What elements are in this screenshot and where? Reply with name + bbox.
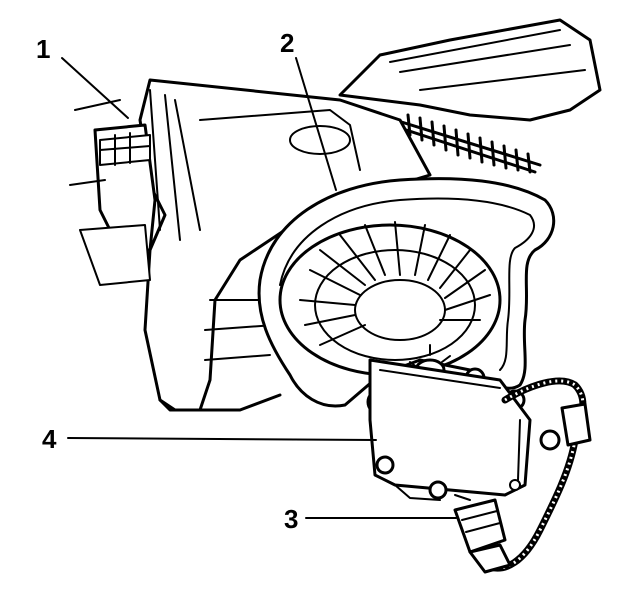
hvac-housing xyxy=(69,18,602,412)
callout-labels: 1 2 3 4 xyxy=(36,28,298,534)
electrical-connector xyxy=(453,498,512,574)
leader-lines xyxy=(61,57,457,519)
leader-line-2 xyxy=(295,57,337,191)
leader-line-1 xyxy=(61,57,129,119)
wiring-harness xyxy=(481,377,592,572)
callout-3: 3 xyxy=(284,504,298,534)
callout-4: 4 xyxy=(42,424,57,454)
leader-line-4 xyxy=(67,437,377,441)
callout-1: 1 xyxy=(36,34,50,64)
callout-2: 2 xyxy=(280,28,294,58)
